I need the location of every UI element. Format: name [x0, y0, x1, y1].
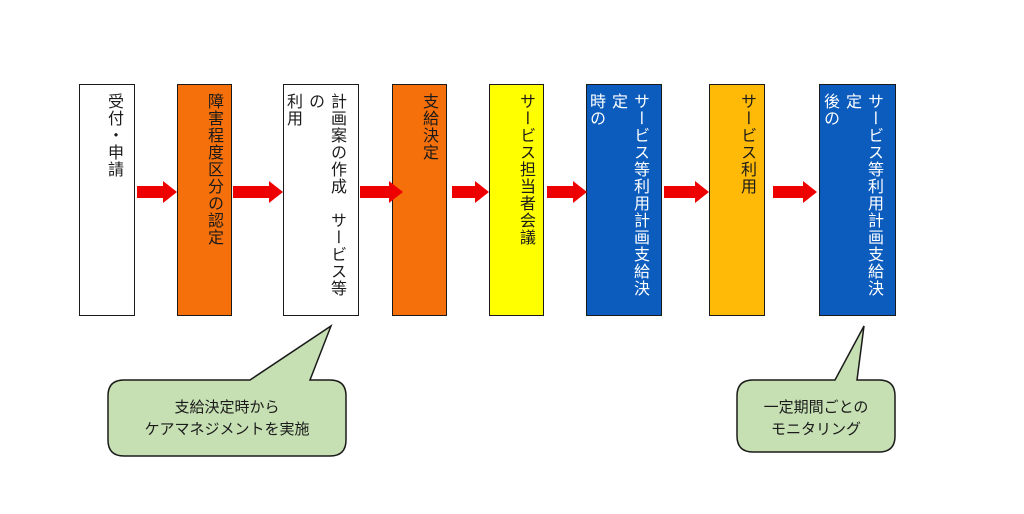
callout-care-management-line-1: 支給決定時から	[174, 398, 280, 416]
step-disability-certification-label: 障害程度区分の認定	[205, 93, 224, 246]
step-plan-decision: サービス等利用計画支給決定時の	[586, 84, 662, 316]
flow-arrow-6	[664, 181, 709, 203]
step-reception: 受付・申請	[79, 84, 135, 316]
flow-arrow-3	[360, 181, 403, 203]
step-service-meeting-label: サービス担当者会議	[517, 93, 536, 246]
step-benefit-decision-label: 支給決定	[420, 93, 439, 161]
flow-arrow-7	[773, 181, 817, 203]
step-plan-decision-line-2: 時の	[587, 93, 606, 127]
step-plan-draft-label: 計画案の作成 サービス等の利用	[284, 93, 348, 307]
step-service-use: サービス利用	[709, 84, 765, 316]
callout-care-management-text: 支給決定時から ケアマネジメントを実施	[108, 396, 346, 440]
step-post-decision-plan: サービス等利用計画支給決定後の	[819, 84, 896, 316]
step-plan-decision-label: サービス等利用計画支給決定時の	[587, 93, 651, 307]
flow-arrow-1	[137, 181, 177, 203]
flow-arrow-2	[233, 181, 283, 203]
step-service-meeting: サービス担当者会議	[489, 84, 544, 316]
step-plan-draft-line-2: 利用	[284, 93, 303, 127]
callout-monitoring-line-2: モニタリング	[770, 420, 861, 438]
flow-arrow-5	[547, 181, 587, 203]
step-plan-decision-line-1: サービス等利用計画支給決定	[609, 93, 650, 297]
callout-care-management-bubble	[107, 324, 347, 457]
step-disability-certification: 障害程度区分の認定	[177, 84, 232, 316]
step-post-decision-plan-label: サービス等利用計画支給決定後の	[820, 93, 885, 307]
step-service-use-label: サービス利用	[738, 93, 757, 195]
step-plan-draft-line-1: 計画案の作成 サービス等の	[306, 93, 347, 297]
step-post-decision-plan-line-2: 後の	[821, 93, 840, 127]
callout-monitoring-line-1: 一定期間ごとの	[763, 398, 869, 416]
step-post-decision-plan-line-1: サービス等利用計画支給決定	[843, 93, 884, 297]
step-reception-label: 受付・申請	[105, 93, 124, 178]
callout-care-management-line-2: ケアマネジメントを実施	[144, 420, 310, 438]
step-plan-draft: 計画案の作成 サービス等の利用	[283, 84, 359, 316]
flow-arrow-4	[452, 181, 489, 203]
callout-monitoring-text: 一定期間ごとの モニタリング	[737, 396, 895, 440]
callout-monitoring-bubble	[736, 325, 896, 453]
